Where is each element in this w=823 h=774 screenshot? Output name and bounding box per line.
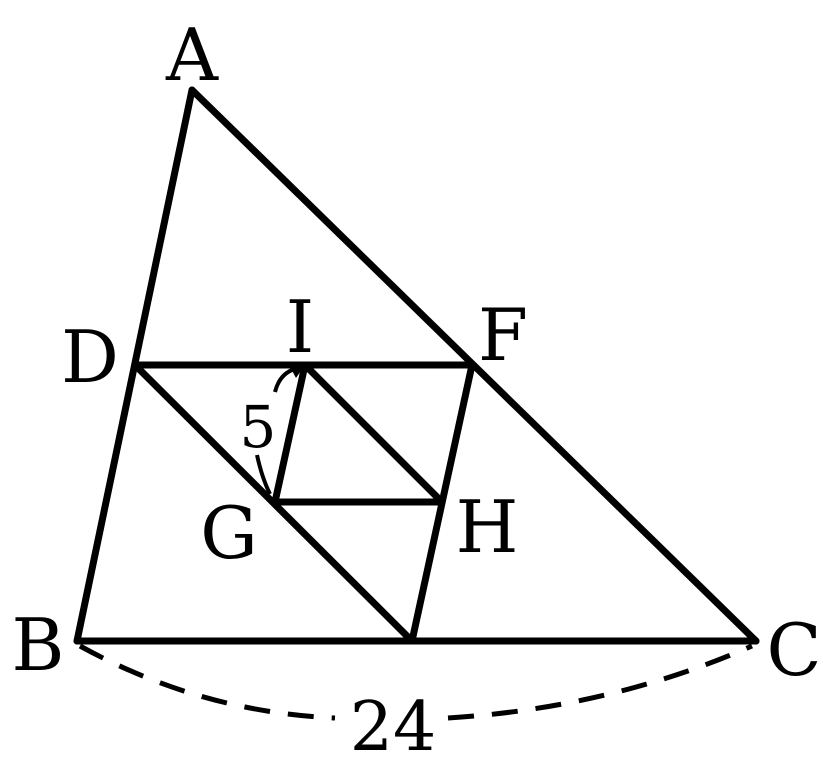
ig-arrow-head (289, 365, 305, 378)
measure-ig: 5 (240, 393, 277, 461)
label-d: D (61, 315, 119, 399)
label-f: F (478, 293, 528, 377)
label-b: B (12, 603, 65, 687)
label-a: A (165, 13, 219, 97)
label-c: C (766, 608, 821, 692)
measure-bc: 24 (350, 688, 437, 767)
ig-measure-arc-bottom (255, 454, 272, 495)
segment-ig (271, 361, 309, 506)
bc-measure-arc-left (78, 643, 336, 721)
bc-measure-arc-right (447, 643, 753, 721)
segment-ih (301, 361, 446, 506)
label-i: I (286, 285, 314, 369)
label-g: G (200, 491, 258, 575)
label-h: H (456, 485, 519, 569)
